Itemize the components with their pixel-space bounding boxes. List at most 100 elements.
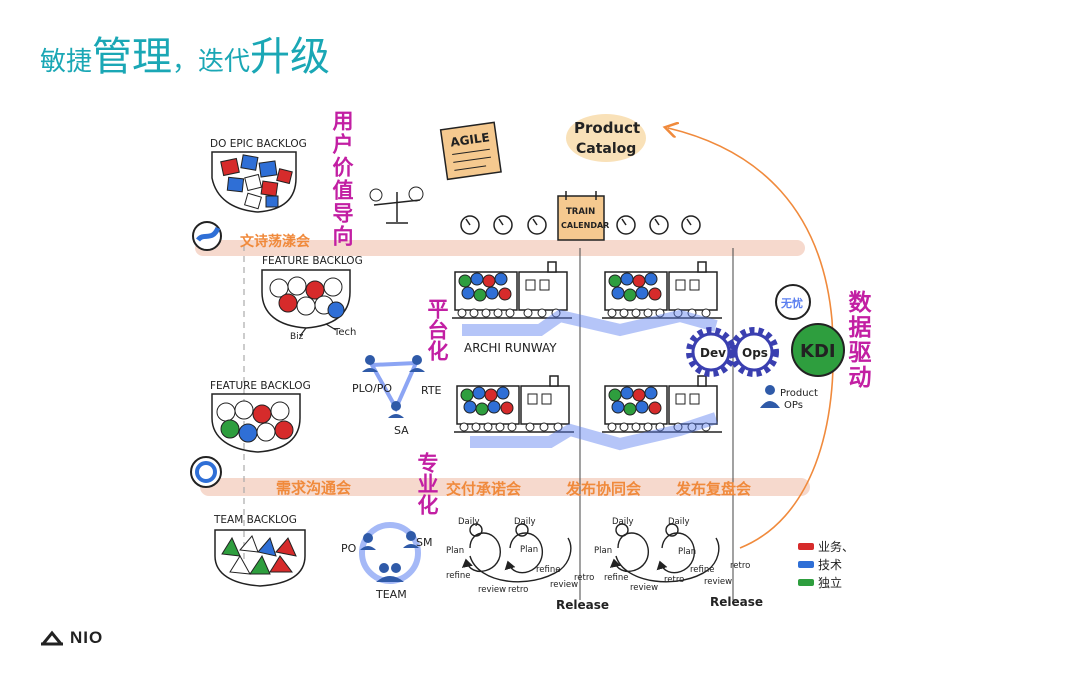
epic-card xyxy=(226,176,245,193)
clock-hand xyxy=(465,218,471,226)
title-part-3: ，迭代 xyxy=(172,47,251,77)
legend-swatch-tech xyxy=(798,561,814,568)
sprint-cycle-1 xyxy=(461,523,572,583)
product-ops-person-icon xyxy=(760,385,780,408)
clock-hand xyxy=(621,218,627,226)
person-icon-body xyxy=(403,544,419,548)
refine-label: refine xyxy=(536,565,561,575)
team-triangle xyxy=(275,537,297,557)
team-funnel xyxy=(214,529,306,587)
clock-hand xyxy=(686,218,692,226)
review-label: review xyxy=(704,577,732,587)
biz-label: Biz xyxy=(290,332,304,342)
retro-label: retro xyxy=(664,575,684,585)
sprint-text-2: Daily Daily Plan Plan refine refine revi… xyxy=(594,517,750,593)
ops-label: Ops xyxy=(742,346,768,360)
meeting-top-label: 文诗荡漾会 xyxy=(240,233,311,250)
clock-icons-left xyxy=(460,215,547,235)
clock-icon xyxy=(460,215,480,235)
title-part-4: 升级 xyxy=(250,34,331,80)
team-backlog-label: TEAM BACKLOG xyxy=(213,514,297,526)
kdi-badge xyxy=(791,323,845,377)
sa-label: SA xyxy=(394,424,409,437)
engine-window xyxy=(525,279,536,291)
epic-card xyxy=(244,173,263,192)
team-triangle xyxy=(239,535,259,553)
daily-loop xyxy=(515,523,529,537)
cargo-ball xyxy=(485,286,499,300)
sm-label: SM xyxy=(416,536,432,549)
release-label-2: Release xyxy=(710,595,763,609)
person-icon-body xyxy=(388,414,404,418)
team-triangle xyxy=(257,537,277,557)
meeting-req-label: 需求沟通会 xyxy=(276,479,351,497)
rte-label: RTE xyxy=(421,384,442,397)
sprint-loop xyxy=(504,532,543,574)
kdi-label: KDI xyxy=(800,341,836,362)
engine-window xyxy=(539,279,550,291)
review-label: review xyxy=(630,583,658,593)
cargo-ball xyxy=(461,286,475,300)
scale-pan-left xyxy=(369,188,383,202)
tech-label: Tech xyxy=(333,327,356,338)
cargo-ball xyxy=(494,272,508,286)
team-triangle xyxy=(249,554,271,575)
refine-label: refine xyxy=(446,571,471,581)
dev-label: Dev xyxy=(700,346,726,360)
meeting-release-label: 发布协同会 xyxy=(565,480,641,498)
roles-triangle xyxy=(362,355,425,418)
epic-funnel xyxy=(211,151,297,213)
biz-pointer xyxy=(299,327,307,337)
scale-beam xyxy=(373,199,421,206)
feature-ball xyxy=(234,400,254,420)
team-triangle xyxy=(221,536,241,557)
train-calendar-icon: TRAIN CALENDAR xyxy=(557,191,609,241)
po-label: PO xyxy=(341,542,357,555)
train-wheel xyxy=(505,308,515,318)
tech-pointer xyxy=(325,323,337,331)
clock-icon xyxy=(649,215,669,235)
feature-ball xyxy=(278,293,298,313)
person-icon-body xyxy=(360,546,376,550)
person-icon-body xyxy=(760,401,780,408)
title-part-1: 敏捷 xyxy=(40,47,93,77)
scale-pan-right xyxy=(408,186,424,202)
retro-label: retro xyxy=(730,561,750,571)
train-wheel xyxy=(537,308,547,318)
dev-gear-icon: Dev xyxy=(686,327,736,377)
refine-label: refine xyxy=(690,565,715,575)
sprint-loop xyxy=(461,532,501,572)
feature-ball xyxy=(296,296,316,316)
plan-label: Plan xyxy=(520,545,538,555)
person-icon xyxy=(365,355,375,365)
user-value-label: 用户价值导向 xyxy=(330,110,354,248)
feedback-arrow xyxy=(668,128,835,549)
legend-tech-label: 技术 xyxy=(818,558,842,572)
feature-ball xyxy=(216,402,236,422)
ops-gear-icon: Ops xyxy=(729,327,779,377)
clock-icon xyxy=(681,215,701,235)
lower-band xyxy=(200,478,810,496)
clock-icon xyxy=(616,215,636,235)
person-icon xyxy=(379,563,389,573)
person-icon xyxy=(363,533,373,543)
daily-loop xyxy=(665,523,679,537)
user-value-text: 用户价值导向 xyxy=(330,110,354,248)
legend-swatch-business xyxy=(798,543,814,550)
team-triangle xyxy=(229,555,251,575)
plan-label: Plan xyxy=(594,546,612,556)
legend-independent-label: 独立 xyxy=(818,575,842,590)
review-label: review xyxy=(478,585,506,595)
person-icon xyxy=(412,355,422,365)
train-wheel xyxy=(493,308,503,318)
cargo-ball xyxy=(498,287,512,301)
epic-card xyxy=(240,154,259,171)
specialized-label: 专业化 xyxy=(415,451,439,515)
daily-label: Daily xyxy=(612,517,634,527)
feature-ball xyxy=(327,301,345,319)
train-wheel xyxy=(551,308,561,318)
product-ops-line2: OPs xyxy=(784,400,803,411)
feature-ball xyxy=(252,404,272,424)
train-icon-3 xyxy=(453,375,575,433)
